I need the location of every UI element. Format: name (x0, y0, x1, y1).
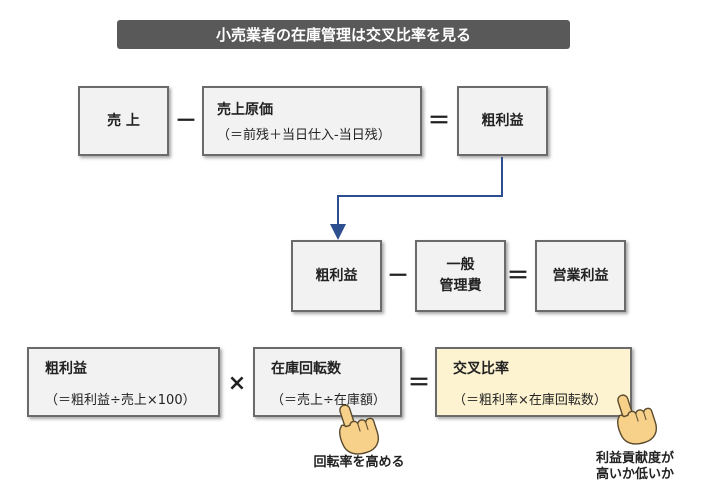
admin-line2: 管理費 (439, 278, 482, 294)
times-operator: × (227, 371, 247, 396)
contribution-caption: 利益貢献度が 高いか低いか (580, 451, 690, 484)
gross-profit-box: 粗利益 (457, 86, 548, 156)
cogs-label: 売上原価 (217, 102, 273, 118)
margin-label: 粗利益 (45, 361, 87, 377)
turnover-formula: （＝売上÷在庫額） (271, 393, 386, 408)
minus-operator: － (174, 109, 197, 134)
cross-ratio-box: 交叉比率 （＝粗利率×在庫回転数） (435, 347, 632, 417)
margin-box: 粗利益 （＝粗利益÷売上×100） (27, 347, 220, 417)
operating-profit-box: 営業利益 (535, 240, 626, 312)
equals-operator: ＝ (427, 109, 450, 134)
admin-expense-box: 一般 管理費 (415, 240, 506, 312)
admin-line1: 一般 (446, 257, 475, 273)
cogs-formula: （＝前残＋当日仕入-当日残） (217, 128, 391, 143)
operating-profit-label: 営業利益 (552, 267, 609, 284)
cogs-box: 売上原価 （＝前残＋当日仕入-当日残） (202, 86, 422, 156)
gross-profit-label-2: 粗利益 (315, 267, 358, 284)
gross-profit-box-2: 粗利益 (291, 240, 382, 312)
turnover-box: 在庫回転数 （＝売上÷在庫額） (253, 347, 402, 417)
flow-arrow (330, 157, 503, 240)
cross-ratio-label: 交叉比率 (453, 361, 509, 377)
sales-box: 売 上 (78, 86, 169, 156)
pointing-hand-icon-2 (608, 387, 661, 450)
pointing-hand-icon (330, 397, 383, 460)
turnover-caption: 回転率を高める (313, 455, 405, 470)
page-title: 小売業者の在庫管理は交叉比率を見る (117, 20, 570, 49)
sales-label: 売 上 (107, 112, 140, 129)
margin-formula: （＝粗利益÷売上×100） (45, 393, 196, 408)
contribution-caption-line1: 利益貢献度が (595, 451, 674, 466)
cross-ratio-formula: （＝粗利率×在庫回転数） (453, 393, 607, 408)
turnover-label: 在庫回転数 (271, 361, 341, 377)
contribution-caption-line2: 高いか低いか (595, 467, 674, 483)
gross-profit-label: 粗利益 (481, 112, 524, 129)
equals-operator-2: ＝ (506, 264, 529, 289)
equals-operator-3: ＝ (407, 371, 430, 396)
minus-operator-2: － (386, 264, 409, 289)
